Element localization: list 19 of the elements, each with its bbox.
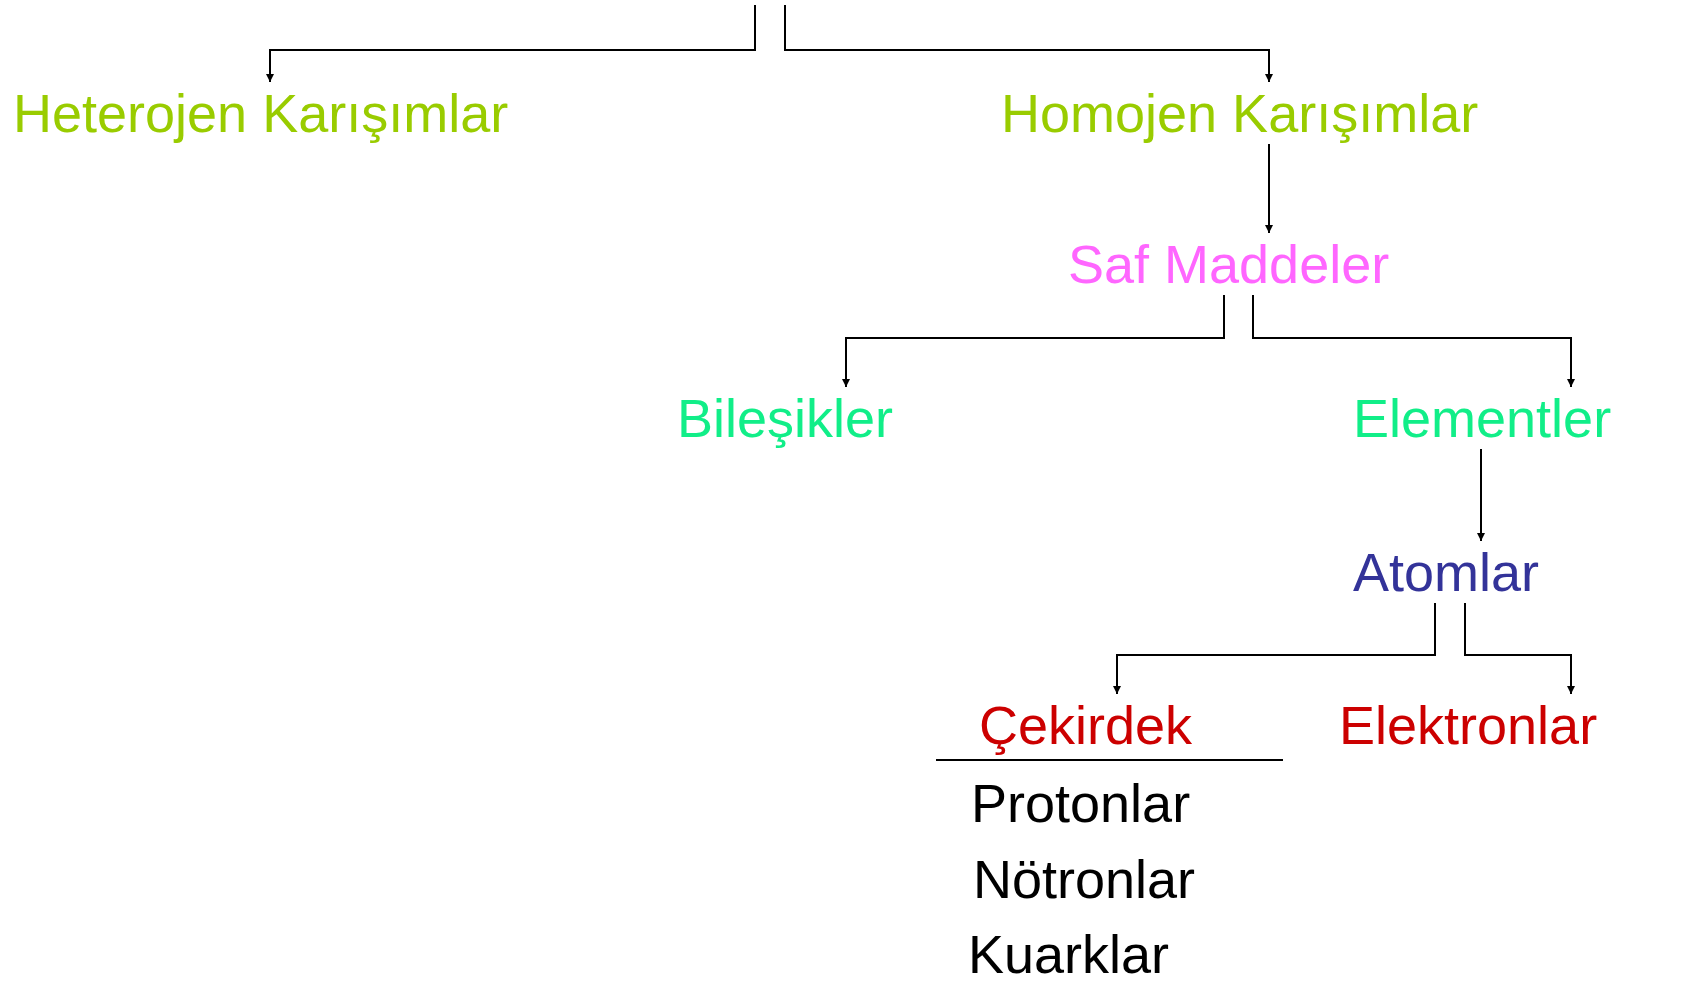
sub-item-text: Nötronlar <box>973 852 1196 906</box>
connector-arrow <box>1477 448 1485 542</box>
connector-arrow <box>1464 602 1575 695</box>
node-label: Homojen Karışımlar <box>1001 82 1479 144</box>
connector-arrow <box>1265 143 1273 234</box>
sub-item-text: Kuarklar <box>968 927 1170 981</box>
connector-arrow <box>842 294 1225 388</box>
node-label: Elektronlar <box>1339 694 1598 756</box>
connector-arrow <box>784 4 1273 83</box>
node-label: Çekirdek <box>979 694 1193 756</box>
connector-arrow <box>266 4 756 83</box>
connector-arrow <box>1252 294 1575 388</box>
node-label: Heterojen Karışımlar <box>13 82 509 144</box>
node-label: Elementler <box>1353 387 1612 449</box>
node-label: Atomlar <box>1353 541 1540 603</box>
sub-item-text: Protonlar <box>971 776 1191 830</box>
node-label: Saf Maddeler <box>1068 233 1390 295</box>
node-label: Bileşikler <box>677 387 894 449</box>
connector-arrow <box>1113 602 1436 695</box>
